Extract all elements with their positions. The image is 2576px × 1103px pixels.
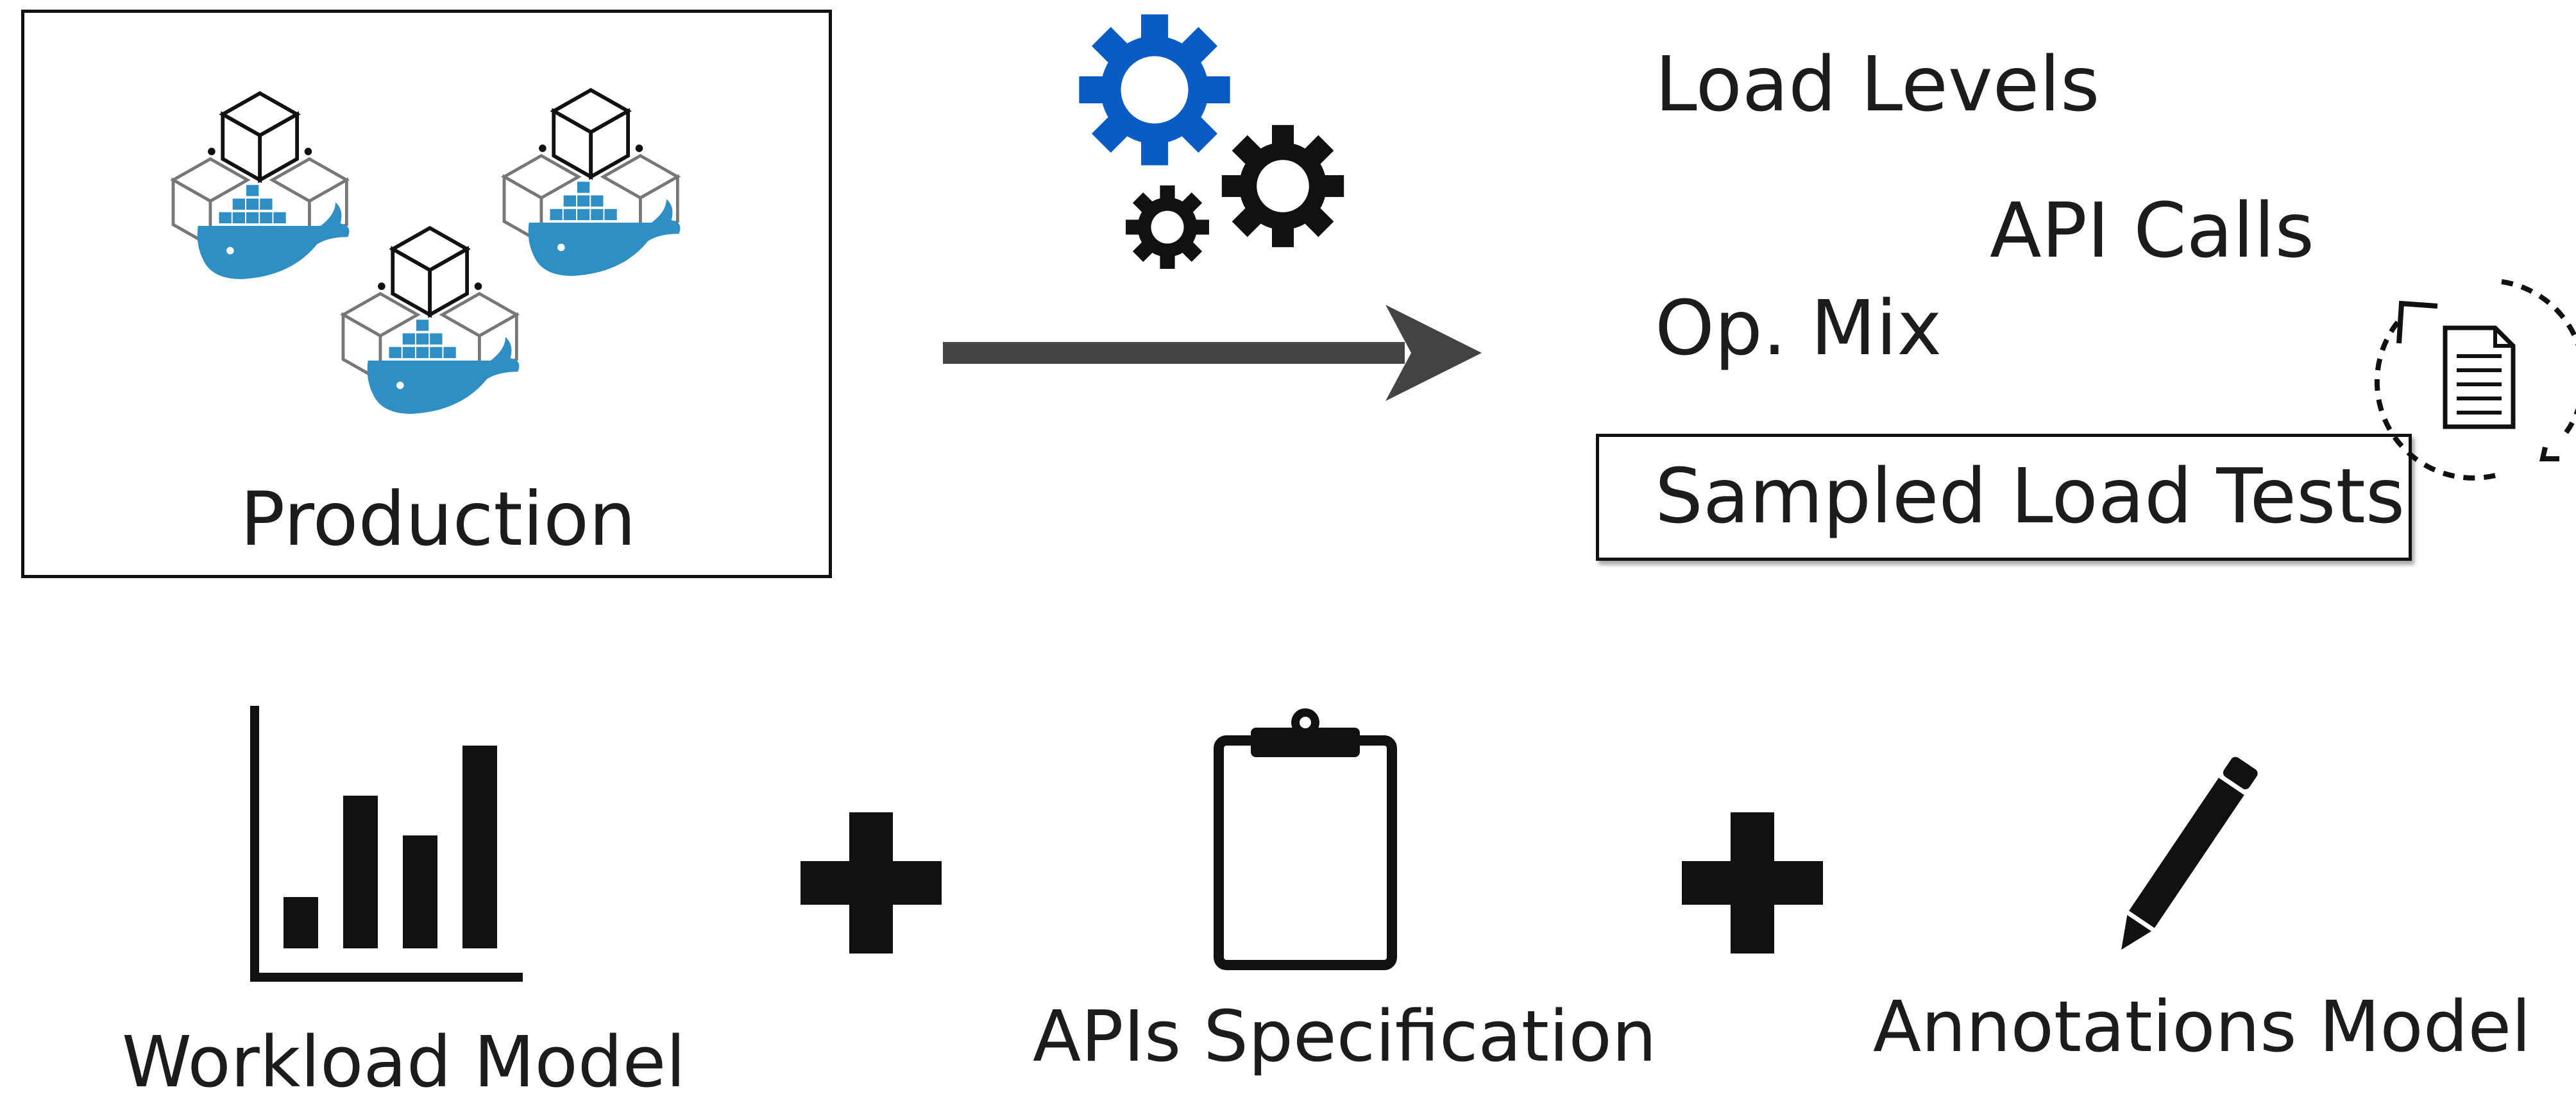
- load-levels-label: Load Levels: [1655, 40, 2100, 128]
- bar-chart-icon: [250, 706, 523, 982]
- sampled-load-tests-box: [1596, 434, 2412, 561]
- docker-cluster-right-icon: [504, 87, 684, 286]
- production-label: Production: [240, 476, 636, 563]
- arrow-right-icon: [943, 305, 1482, 401]
- docker-cluster-left-icon: [173, 90, 353, 289]
- op-mix-label: Op. Mix: [1655, 284, 1942, 372]
- gears-icon: [1079, 14, 1344, 269]
- apis-specification-label: APIs Specification: [1033, 995, 1657, 1077]
- plus-icon: [1682, 812, 1823, 953]
- sampled-load-tests-label: Sampled Load Tests: [1655, 452, 2405, 540]
- clipboard-icon: [1214, 708, 1397, 970]
- annotations-model-label: Annotations Model: [1873, 986, 2531, 1068]
- plus-icon: [801, 812, 942, 953]
- pencil-icon: [2121, 757, 2258, 950]
- workload-model-label: Workload Model: [122, 1021, 686, 1103]
- document-cycle-icon: [2374, 279, 2576, 481]
- api-calls-label: API Calls: [1990, 186, 2314, 275]
- docker-cluster-center-icon: [343, 225, 523, 423]
